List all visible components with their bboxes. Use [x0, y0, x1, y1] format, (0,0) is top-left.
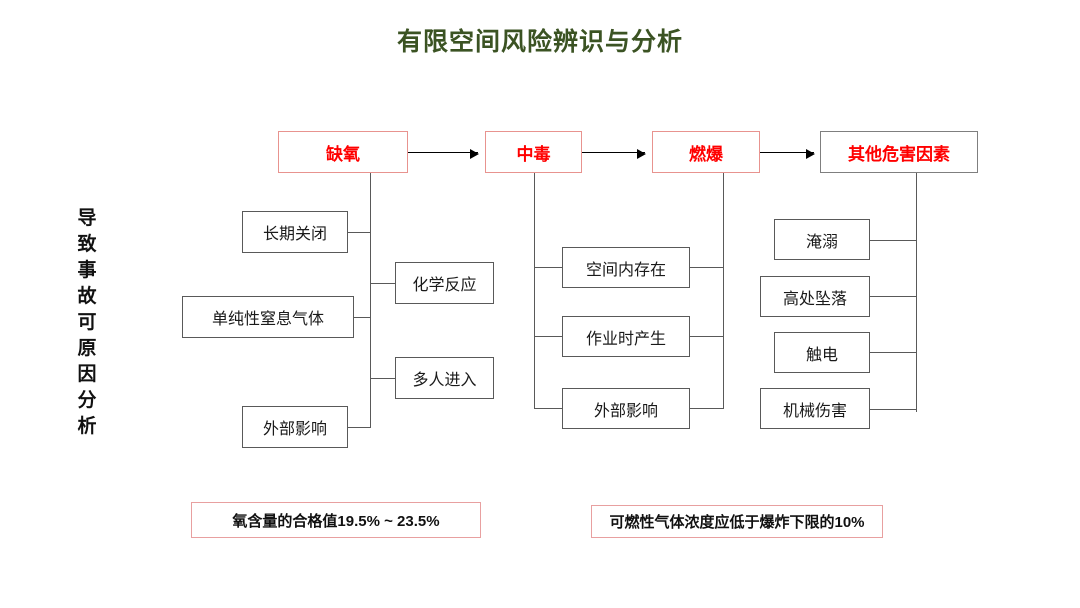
- cause-box-gaochu-zhuiluo[interactable]: 高处坠落: [760, 276, 870, 317]
- side-caption-char: 致: [77, 234, 97, 255]
- page-title: 有限空间风险辨识与分析: [396, 28, 683, 56]
- cause-box-zuoye-shi-chansheng[interactable]: 作业时产生: [562, 316, 690, 357]
- connector-stub-c5: [348, 427, 371, 428]
- hazard-box-zhongdu[interactable]: 中毒: [485, 131, 582, 173]
- note-oxygen-range: 氧含量的合格值19.5% ~ 23.5%: [191, 502, 481, 538]
- connector-stub-r4: [870, 409, 917, 410]
- connector-stub-m1-left: [534, 267, 563, 268]
- side-caption-char: 导: [77, 208, 97, 229]
- connector-stub-c3: [354, 317, 371, 318]
- arrow-ranbao-to-qita: [760, 148, 815, 159]
- hazard-box-quexiao[interactable]: 缺氧: [278, 131, 408, 173]
- connector-spine-group2-right: [723, 172, 724, 408]
- cause-box-duoren-jinru[interactable]: 多人进入: [395, 357, 494, 399]
- connector-stub-m2-left: [534, 336, 563, 337]
- connector-spine-group3: [916, 172, 917, 412]
- side-caption: 导 致 事 故 可 原 因 分 析: [70, 206, 104, 440]
- connector-stub-c2: [370, 283, 395, 284]
- side-caption-char: 分: [77, 390, 97, 411]
- connector-stub-m3-right: [690, 408, 724, 409]
- arrow-quexiao-to-zhongdu: [408, 148, 479, 159]
- cause-box-danchunxing-zhixi-qiti[interactable]: 单纯性窒息气体: [182, 296, 354, 338]
- connector-spine-group2-left: [534, 172, 535, 408]
- connector-stub-c1: [348, 232, 371, 233]
- note-flammable-gas-limit: 可燃性气体浓度应低于爆炸下限的10%: [591, 505, 883, 538]
- connector-stub-m2-right: [690, 336, 724, 337]
- side-caption-char: 事: [77, 260, 97, 281]
- connector-stub-r2: [870, 296, 917, 297]
- cause-box-yanni[interactable]: 淹溺: [774, 219, 870, 260]
- cause-box-kongjian-neicunzai[interactable]: 空间内存在: [562, 247, 690, 288]
- arrow-zhongdu-to-ranbao: [582, 148, 646, 159]
- connector-stub-r1: [870, 240, 917, 241]
- cause-box-huaxue-fanying[interactable]: 化学反应: [395, 262, 494, 304]
- side-caption-char: 析: [77, 416, 97, 437]
- connector-stub-r3: [870, 352, 917, 353]
- side-caption-char: 可: [77, 312, 97, 333]
- cause-box-chudian[interactable]: 触电: [774, 332, 870, 373]
- cause-box-waibu-yingxiang-middle[interactable]: 外部影响: [562, 388, 690, 429]
- cause-box-changqi-guanbi[interactable]: 长期关闭: [242, 211, 348, 253]
- hazard-box-qita-weihai-yinsu[interactable]: 其他危害因素: [820, 131, 978, 173]
- connector-spine-group1: [370, 172, 371, 427]
- connector-stub-m1-right: [690, 267, 724, 268]
- side-caption-char: 原: [77, 338, 97, 359]
- side-caption-char: 故: [77, 286, 97, 307]
- connector-stub-m3-left: [534, 408, 563, 409]
- connector-stub-c4: [370, 378, 395, 379]
- side-caption-char: 因: [77, 364, 97, 385]
- cause-box-jixie-shanghai[interactable]: 机械伤害: [760, 388, 870, 429]
- cause-box-waibu-yingxiang-left[interactable]: 外部影响: [242, 406, 348, 448]
- hazard-box-ranbao[interactable]: 燃爆: [652, 131, 760, 173]
